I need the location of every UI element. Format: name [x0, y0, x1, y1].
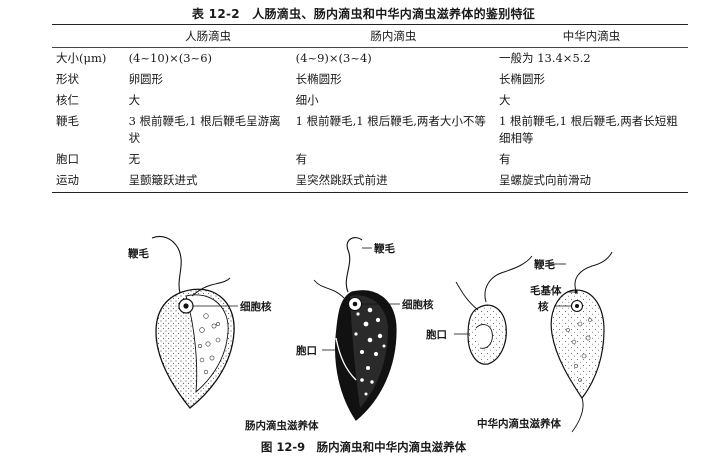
table-cell: (4~9)×(3~4)	[295, 51, 372, 65]
table-row: 形状 卵圆形 长椭圆形 长椭圆形	[52, 69, 688, 90]
cytostome	[475, 324, 493, 349]
label-basal-body-right: 毛基体	[530, 285, 562, 297]
nucleolus	[352, 301, 358, 307]
trophozoite-middle	[313, 237, 400, 421]
label-flagellum-left: 鞭毛	[128, 248, 149, 260]
trophozoite-right-small	[454, 255, 533, 365]
cytoplasm-region	[350, 295, 388, 408]
table-cell: 长椭圆形	[295, 72, 342, 86]
trophozoite-illustrations	[151, 235, 613, 433]
flagellum	[151, 235, 182, 294]
table-cell: 呈螺旋式向前滑动	[495, 170, 688, 193]
table-row: 运动 呈颤簸跃进式 呈突然跳跃式前进 呈螺旋式向前滑动	[52, 170, 688, 193]
vacuoles	[566, 318, 592, 382]
table-cell: (4~10)×(3~6)	[128, 51, 212, 65]
identification-table: 人肠滴虫 肠内滴虫 中华内滴虫 大小(μm) (4~10)×(3~6) (4~9…	[52, 24, 688, 193]
flagellum-2	[455, 281, 479, 311]
label-flagellum-middle: 鞭毛	[374, 243, 395, 255]
table-cell: 一般为 13.4×5.2	[499, 51, 591, 65]
figure-12-9: 鞭毛 细胞核 鞭毛 细胞核 胞口 鞭毛 毛基体 核 胞口 肠内滴虫滋养体 中华内…	[0, 220, 727, 465]
table-cell: 呈颤簸跃进式	[124, 170, 292, 193]
flagellum-2	[191, 277, 231, 297]
vacuoles	[198, 313, 221, 375]
label-cytostome-right: 胞口	[426, 329, 447, 341]
row-label: 运动	[52, 170, 125, 193]
nucleolus	[575, 304, 579, 308]
flagellum	[484, 255, 533, 303]
table-cell: 1 根前鞭毛,1 根后鞭毛,两者长短粗细相等	[499, 114, 678, 145]
table-cell: 1 根前鞭毛,1 根后鞭毛,两者大小不等	[295, 114, 486, 128]
trophozoite-left	[151, 235, 238, 409]
row-label: 胞口	[56, 152, 79, 166]
table-header-row: 人肠滴虫 肠内滴虫 中华内滴虫	[52, 24, 688, 48]
table-cell: 3 根前鞭毛,1 根后鞭毛呈游离状	[128, 114, 281, 145]
table-row: 胞口 无 有 有	[52, 149, 688, 170]
flagellum-2	[571, 397, 584, 433]
label-cytostome-middle: 胞口	[296, 345, 317, 357]
table-cell: 大	[128, 93, 141, 107]
basal-body	[574, 290, 578, 294]
label-flagellum-right: 鞭毛	[534, 259, 555, 271]
header-cell-intestinal-trichomonas: 肠内滴虫	[291, 24, 496, 48]
figure-caption: 图 12-9 肠内滴虫和中华内滴虫滋养体	[260, 440, 467, 454]
group-label-right: 中华内滴虫滋养体	[477, 418, 561, 430]
label-nucleus-middle: 细胞核	[402, 299, 434, 311]
table-cell: 呈突然跳跃式前进	[291, 170, 496, 193]
table-cell: 无	[128, 152, 141, 166]
table-row: 鞭毛 3 根前鞭毛,1 根后鞭毛呈游离状 1 根前鞭毛,1 根后鞭毛,两者大小不…	[52, 111, 688, 149]
row-label: 鞭毛	[56, 114, 79, 128]
header-cell-blank	[52, 24, 125, 48]
table-cell: 卵圆形	[128, 72, 164, 86]
flagellum-2	[313, 279, 345, 299]
nucleolus	[183, 303, 189, 309]
label-nucleus-left: 细胞核	[240, 301, 272, 313]
table-cell: 有	[499, 152, 511, 166]
header-cell-chinese-trichomonas: 中华内滴虫	[495, 24, 688, 48]
table-row: 大小(μm) (4~10)×(3~6) (4~9)×(3~4) 一般为 13.4…	[52, 48, 688, 70]
flagellum	[574, 251, 613, 292]
table-cell: 大	[499, 93, 511, 107]
table-cell: 有	[295, 152, 308, 166]
header-cell-human-trichomonas: 人肠滴虫	[124, 24, 292, 48]
table-cell: 长椭圆形	[499, 72, 546, 86]
row-label: 核仁	[56, 93, 79, 107]
row-label: 大小(μm)	[56, 51, 107, 65]
trophozoite-right-large	[550, 251, 613, 433]
table-cell: 细小	[295, 93, 319, 107]
cytostome	[335, 337, 357, 381]
label-nucleus-right: 核	[538, 301, 549, 313]
row-label: 形状	[56, 72, 79, 86]
table-row: 核仁 大 细小 大	[52, 90, 688, 111]
flagellum	[345, 237, 363, 293]
group-label-left: 肠内滴虫滋养体	[245, 420, 319, 432]
vacuoles	[354, 307, 386, 396]
cytoplasm-region	[185, 294, 229, 394]
table-title: 表 12-2 人肠滴虫、肠内滴虫和中华内滴虫滋养体的鉴别特征	[191, 7, 536, 21]
